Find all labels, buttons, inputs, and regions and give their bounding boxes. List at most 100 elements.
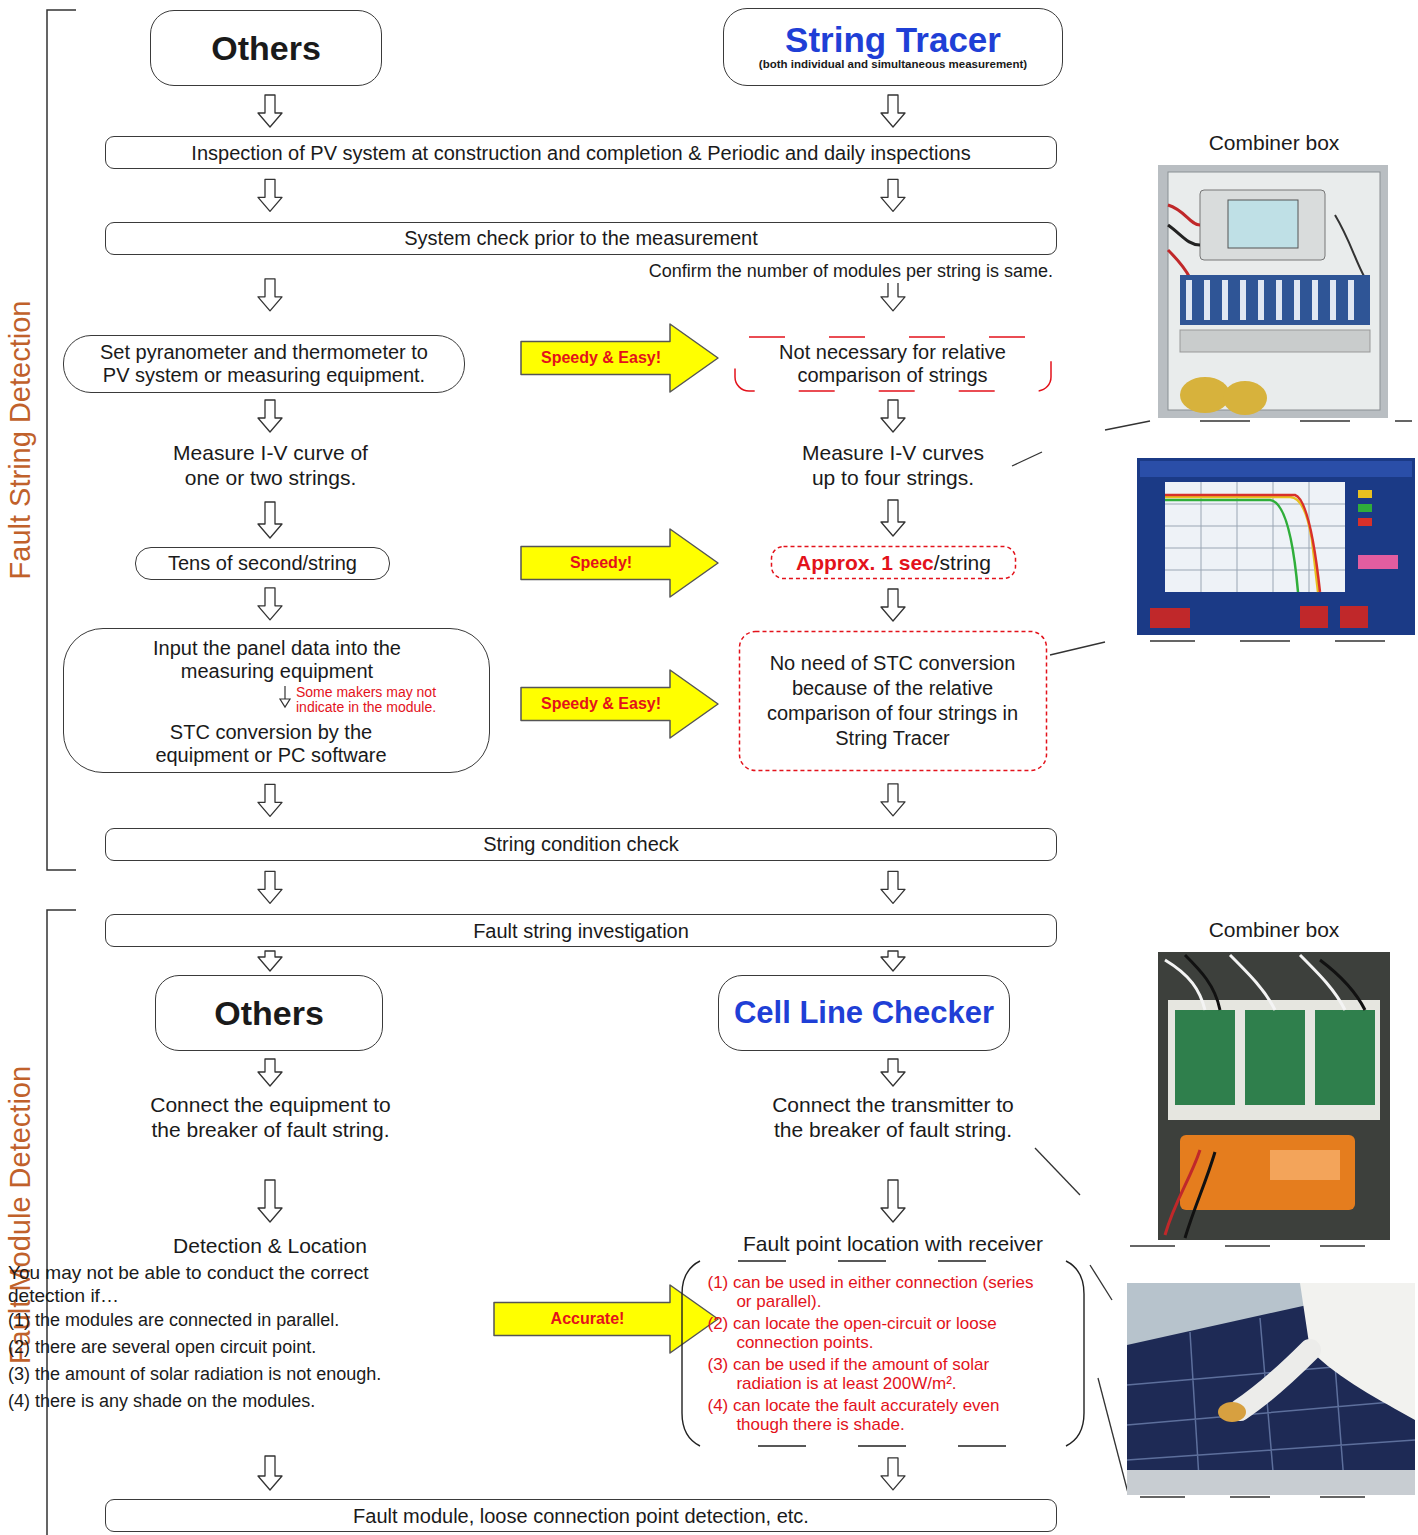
start-box: String Tracer(both individual and simult… <box>723 8 1063 86</box>
combiner-box-photo <box>1204 280 1210 320</box>
text-group: String condition check <box>483 832 679 856</box>
node-outline <box>738 630 1048 772</box>
text-group: Set pyranometer and thermometer to PV sy… <box>92 341 437 387</box>
leader-line <box>1090 1265 1112 1300</box>
dotted-outline <box>739 632 1046 771</box>
flow-arrow <box>258 179 282 211</box>
screen-photo <box>1140 461 1412 477</box>
process-box: Tens of second/string <box>135 547 390 580</box>
leader-line <box>1105 421 1150 430</box>
start-box: Others <box>155 975 383 1051</box>
small-arrow <box>280 699 290 707</box>
benefit-arrow: Speedy! <box>520 527 720 599</box>
combiner-box-photo <box>1335 215 1365 278</box>
flow-arrow <box>258 951 282 971</box>
screen-photo <box>1165 495 1320 592</box>
leader-line <box>1098 1378 1128 1493</box>
flow-arrow <box>881 1458 905 1490</box>
leader-line <box>1050 642 1105 655</box>
node-label: (1) can be used in either connection (se… <box>708 1273 1048 1311</box>
node-label: No need of STC conversion because of the… <box>752 651 1034 751</box>
combiner-box-photo <box>1270 1150 1340 1180</box>
text-group: Cell Line Checker <box>734 994 994 1031</box>
bracket-outline <box>1066 1261 1084 1446</box>
benefit-arrow: Speedy & Easy! <box>520 322 720 394</box>
screen-photo <box>1165 482 1345 592</box>
start-box: Cell Line Checker <box>718 975 1010 1051</box>
process-box: Input the panel data into the measuring … <box>63 628 490 773</box>
combiner-box-photo <box>1158 952 1390 1240</box>
combiner-box-photo <box>1258 280 1264 320</box>
flow-arrow <box>258 588 282 620</box>
text-group: Others <box>214 993 324 1034</box>
text-group: Speedy! <box>570 553 632 572</box>
combiner-box-photo <box>1158 952 1390 1240</box>
node-label: Input the panel data into the measuring … <box>117 637 437 683</box>
leader-line <box>1200 420 1412 421</box>
arrow-shape <box>494 1285 718 1353</box>
node-label: Set pyranometer and thermometer to PV sy… <box>92 341 437 387</box>
combiner-box-photo <box>1315 1010 1375 1105</box>
flow-arrow <box>258 400 282 432</box>
flow-arrow <box>881 279 905 311</box>
node-text: (both individual and simultaneous measur… <box>759 58 1027 72</box>
combiner-box-photo <box>1175 1010 1235 1105</box>
process-box: String condition check <box>105 828 1057 861</box>
list-item: (3) the amount of solar radiation is not… <box>8 1364 478 1386</box>
text-group: System check prior to the measurement <box>404 226 757 250</box>
start-box: Others <box>150 10 382 86</box>
process-box: System check prior to the measurement <box>105 222 1057 255</box>
combiner-box-photo <box>1180 1135 1355 1210</box>
text-group: Approx. 1 sec/string <box>796 550 991 575</box>
node-label: Inspection of PV system at construction … <box>191 141 970 165</box>
section-bracket <box>47 10 76 1535</box>
section-bracket <box>47 10 76 870</box>
process-box: Inspection of PV system at construction … <box>105 136 1057 169</box>
flow-arrow <box>881 179 905 211</box>
leader-line <box>1012 452 1042 466</box>
flow-arrow <box>258 871 282 903</box>
combiner-box-photo <box>1185 1152 1215 1238</box>
flow-arrow <box>258 1059 282 1086</box>
feature-list: (1) can be used in either connection (se… <box>678 1258 1088 1449</box>
node-text: STC conversion by the equipment or PC so… <box>131 721 411 767</box>
screen-photo <box>1340 606 1368 628</box>
process-box: Fault module, loose connection point det… <box>105 1499 1057 1532</box>
field-photo <box>1218 1402 1246 1422</box>
note-text: Confirm the number of modules per string… <box>645 261 1057 283</box>
screen-photo <box>1137 458 1415 635</box>
flow-arrow <box>881 951 905 971</box>
node-text: (3) can be used if the amount of solar r… <box>708 1355 1048 1393</box>
text-group: Accurate! <box>551 1309 625 1328</box>
leader-line <box>1150 640 1385 641</box>
text-group: Not necessary for relative comparison of… <box>747 341 1039 387</box>
flow-arrow <box>258 279 282 311</box>
benefit-arrow: Accurate! <box>493 1283 720 1355</box>
small-arrow <box>280 686 290 707</box>
small-arrow <box>284 686 285 699</box>
node-label: Tens of second/string <box>168 551 357 575</box>
photo-caption: Combiner box <box>1158 130 1390 155</box>
node-label: Others <box>211 28 321 69</box>
node-label: System check prior to the measurement <box>404 226 757 250</box>
field-photo <box>1240 1350 1310 1410</box>
section-bracket <box>47 910 76 1535</box>
combiner-box-photo <box>1168 1000 1380 1120</box>
combiner-box-photo <box>1330 280 1336 320</box>
flow-arrow <box>881 95 905 127</box>
combiner-box-photo <box>1348 280 1354 320</box>
step-text: Measure I-V curves up to four strings. <box>793 440 993 490</box>
combiner-box-photo <box>1294 280 1300 320</box>
leader-line <box>1130 1245 1365 1246</box>
benefit-box: No need of STC conversion because of the… <box>738 630 1048 772</box>
flow-arrow <box>881 500 905 536</box>
screen-photo <box>1165 497 1318 592</box>
combiner-box-photo <box>1168 205 1200 225</box>
node-label: Cell Line Checker <box>734 994 994 1031</box>
combiner-box-photo <box>1223 381 1267 415</box>
list-item: (1) the modules are connected in paralle… <box>8 1310 478 1332</box>
node-label: String condition check <box>483 832 679 856</box>
text-group: Fault module, loose connection point det… <box>353 1504 809 1528</box>
text-group: Speedy & Easy! <box>541 694 661 713</box>
node-label: Speedy & Easy! <box>541 694 661 713</box>
